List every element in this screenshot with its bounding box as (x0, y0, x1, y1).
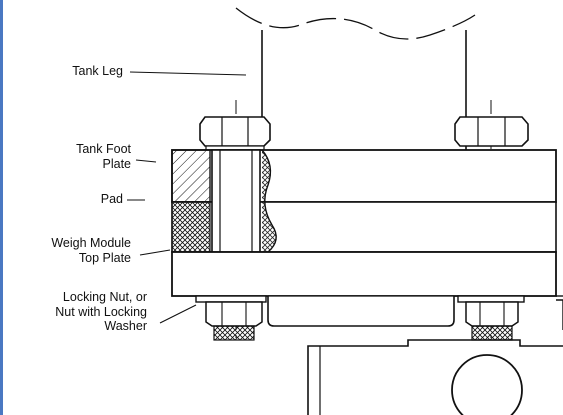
label-pad: Pad (100, 192, 123, 206)
left-top-nut (199, 116, 271, 151)
left-locking-nut (195, 295, 267, 341)
right-top-nut (454, 116, 529, 147)
load-cell-mount (267, 296, 455, 327)
weigh-module-leader (139, 249, 171, 256)
tank-foot-plate-leader (135, 159, 157, 163)
label-tank-foot-plate: Tank Foot Plate (76, 142, 131, 171)
foot-plate-section-hatch (171, 149, 211, 203)
label-tank-leg: Tank Leg (72, 64, 123, 78)
pad-section-crosshatch (171, 201, 211, 253)
weigh-module-top-plate (171, 251, 557, 297)
right-locking-nut (457, 295, 525, 341)
label-weigh-module-top-plate: Weigh Module Top Plate (51, 236, 131, 265)
left-accent-rule (0, 0, 3, 415)
left-bolt-shank (211, 149, 261, 253)
load-cell-body (307, 339, 563, 415)
label-locking-nut: Locking Nut, or Nut with Locking Washer (55, 290, 147, 333)
tank-leg-break-line (235, 7, 476, 40)
locking-nut-leader (159, 304, 197, 324)
tank-leg-leader (129, 71, 247, 76)
load-cell-hole (451, 354, 523, 415)
